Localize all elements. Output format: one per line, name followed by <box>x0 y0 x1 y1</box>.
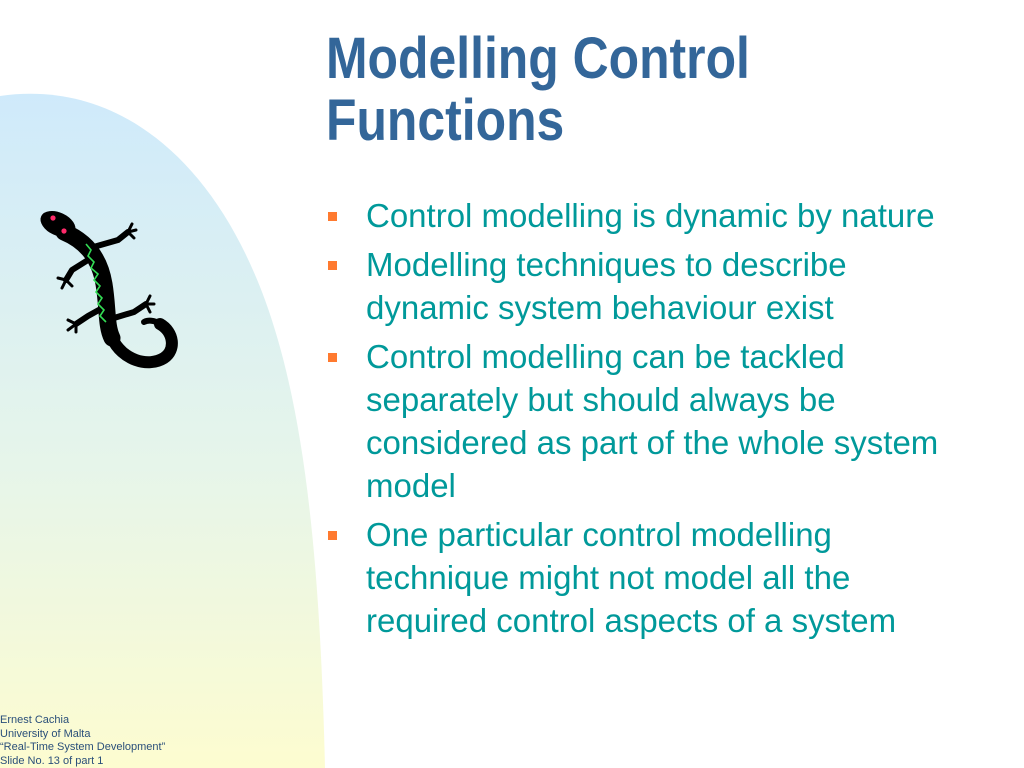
page-title: Modelling Control Functions <box>326 28 911 152</box>
bullet-text: Modelling techniques to describe dynamic… <box>366 246 847 326</box>
bullet-text: Control modelling can be tackled separat… <box>366 338 939 504</box>
footer-course: “Real-Time System Development” <box>0 741 166 753</box>
bullet-text: One particular control modelling techniq… <box>366 516 897 639</box>
square-bullet-icon <box>328 261 337 270</box>
square-bullet-icon <box>328 531 337 540</box>
square-bullet-icon <box>328 212 337 221</box>
bullet-text: Control modelling is dynamic by nature <box>366 197 935 234</box>
square-bullet-icon <box>328 353 337 362</box>
title-line-1: Modelling Control <box>326 26 750 91</box>
title-line-2: Functions <box>326 88 565 153</box>
bullet-item: Control modelling can be tackled separat… <box>326 335 966 507</box>
bullet-item: Control modelling is dynamic by nature <box>326 194 966 237</box>
lizard-icon <box>40 210 178 369</box>
footer-institution: University of Malta <box>0 727 91 740</box>
footer-slide-number: Slide No. 13 of part 1 <box>0 754 104 767</box>
footer-author: Ernest Cachia <box>0 714 70 726</box>
bullet-item: One particular control modelling techniq… <box>326 513 966 642</box>
bullet-list: Control modelling is dynamic by nature M… <box>326 194 966 648</box>
bullet-item: Modelling techniques to describe dynamic… <box>326 243 966 329</box>
slide-footer: Ernest Cachia University of Malta “Real-… <box>0 714 165 768</box>
